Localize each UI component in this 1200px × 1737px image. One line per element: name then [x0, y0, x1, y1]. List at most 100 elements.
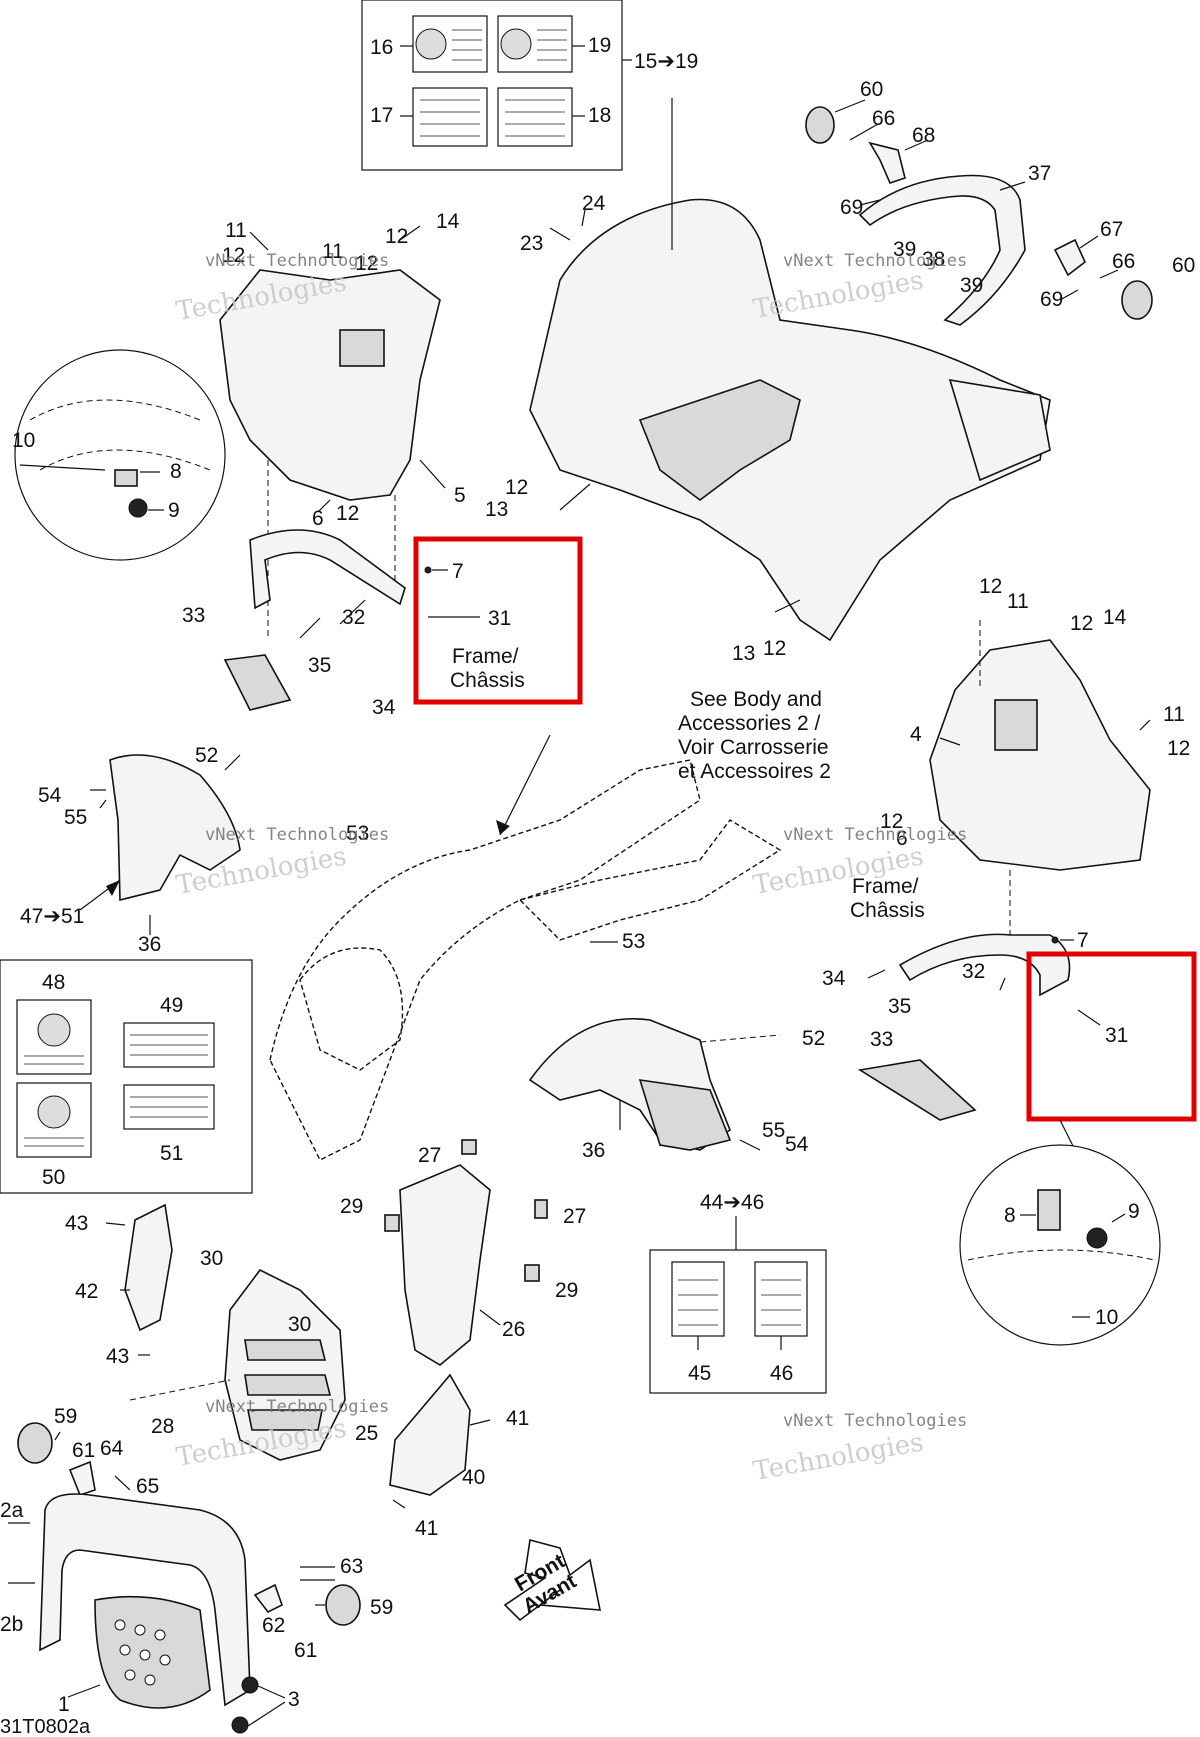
callout-60-top: 60 [860, 78, 883, 101]
callout-49: 49 [160, 994, 183, 1017]
callout-59-b: 59 [370, 1596, 393, 1619]
watermark-small-2: vNext Technologies [783, 251, 967, 271]
front-arrow-icon [503, 1538, 601, 1622]
callout-32-b: 32 [962, 960, 985, 983]
clip-29-right [524, 1264, 540, 1282]
callout-55-a: 55 [64, 806, 87, 829]
front-bumper-assembly: 59 61 64 28 65 2a 2b 63 59 62 61 1 3 [0, 1405, 393, 1734]
callout-40: 40 [462, 1466, 485, 1489]
callout-11-b: 11 [322, 240, 344, 263]
decal-50-warning-icon [37, 1095, 71, 1129]
reference-frame-dashed: See Body and Accessories 2 / Voir Carros… [269, 688, 831, 1161]
callout-34-a: 34 [372, 696, 396, 719]
footwell-4-step [994, 699, 1038, 751]
callout-61-b: 61 [294, 1639, 317, 1662]
callout-11-a: 11 [225, 219, 247, 242]
bracket-64 [68, 1460, 96, 1496]
callout-63: 63 [340, 1555, 363, 1578]
decal-17 [412, 87, 488, 147]
watermark-small-1: vNext Technologies [205, 251, 389, 271]
drawing-reference-code: 31T0802a [0, 1716, 91, 1737]
callout-52-a: 52 [195, 744, 218, 767]
callout-23: 23 [520, 232, 543, 255]
callout-48: 48 [42, 971, 65, 994]
callout-45: 45 [688, 1362, 711, 1385]
callout-7-b: 7 [1077, 929, 1089, 952]
frame-label-b: Frame/ [852, 875, 919, 898]
footrest-right [857, 1059, 977, 1121]
clip-27-right [534, 1199, 548, 1219]
bracket-42 [124, 1203, 173, 1332]
callout-6-a: 6 [312, 507, 324, 530]
callout-30-b: 30 [288, 1313, 311, 1336]
right-footpeg-bracket: 34 32 35 33 Frame/ Châssis [822, 875, 1071, 1121]
callout-17: 17 [370, 104, 393, 127]
nut-3-a [241, 1676, 259, 1694]
callout-36-a: 36 [138, 933, 161, 956]
callout-14-a: 14 [436, 210, 460, 233]
callout-18: 18 [588, 104, 611, 127]
callout-12-j: 12 [880, 810, 903, 833]
reflector-60-right [1121, 280, 1153, 320]
callout-67: 67 [1100, 218, 1123, 241]
callout-69-right: 69 [1040, 288, 1063, 311]
callout-69-top: 69 [840, 196, 863, 219]
callout-14-b: 14 [1103, 606, 1127, 629]
decal-18 [497, 87, 573, 147]
decal-45 [671, 1261, 725, 1337]
callout-55-b: 55 [762, 1119, 785, 1142]
callout-35-a: 35 [308, 654, 331, 677]
panel-40 [389, 1373, 471, 1496]
left-front-mudguard: 52 54 55 53 47➔51 36 [20, 744, 369, 956]
rear-fender-right-flap [948, 378, 1051, 482]
callout-52-b: 52 [802, 1027, 825, 1050]
callout-1: 1 [58, 1693, 70, 1716]
callout-36-b: 36 [582, 1139, 605, 1162]
callout-28: 28 [151, 1415, 174, 1438]
front-lower-panels: 27 27 29 29 26 43 42 43 30 30 25 41 40 4… [65, 1139, 586, 1540]
footwell-5 [219, 269, 441, 501]
watermark-small-6: vNext Technologies [783, 1411, 967, 1431]
callout-27-b: 27 [563, 1205, 586, 1228]
callout-11-c: 11 [1007, 590, 1029, 613]
callout-5: 5 [454, 484, 466, 507]
callout-39-a: 39 [893, 238, 916, 261]
callout-6-b: 6 [896, 827, 908, 850]
callout-66-right: 66 [1112, 250, 1135, 273]
callout-12-i: 12 [1167, 737, 1190, 760]
reflector-59-left [17, 1422, 53, 1464]
detail-circle-left: 10 8 9 [12, 349, 226, 561]
callout-26: 26 [502, 1318, 525, 1341]
rear-fender-storage [638, 379, 801, 501]
callout-38: 38 [922, 248, 945, 271]
clip-8-left [114, 469, 138, 487]
rear-rack-assembly: 60 66 68 69 37 67 66 60 69 39 38 39 [805, 78, 1195, 326]
callout-30-a: 30 [200, 1247, 223, 1270]
highlight-frame-callout-right: 7 31 [1026, 929, 1197, 1151]
highlight-box-left [413, 536, 583, 705]
rear-body-fender: 24 23 12 13 13 12 [485, 98, 1051, 665]
watermark-large-6: Technologies [751, 1427, 926, 1486]
front-bumper-1 [39, 1493, 251, 1707]
callout-47-51: 47➔51 [20, 905, 84, 928]
callout-12-g: 12 [979, 575, 1002, 598]
callout-50: 50 [42, 1166, 65, 1189]
see-body-line3: Voir Carrosserie [678, 736, 829, 759]
frame-outline-rear [518, 819, 782, 941]
callout-11-d: 11 [1163, 703, 1185, 726]
right-front-mudguard: 52 36 55 54 44➔46 [528, 1018, 825, 1250]
panel-26 [399, 1164, 491, 1366]
callout-12-a: 12 [222, 244, 245, 267]
callout-12-c: 12 [385, 225, 408, 248]
callout-42: 42 [75, 1280, 98, 1303]
bracket-31-right [898, 933, 1071, 997]
callout-12-b: 12 [355, 252, 378, 275]
left-footpeg-bracket: 33 32 35 34 [182, 529, 406, 719]
front-direction-arrow: Front Avant [503, 1538, 601, 1622]
skid-plate [94, 1595, 211, 1709]
watermark-small-3: vNext Technologies [205, 825, 389, 845]
frame-outline-main [269, 759, 701, 1161]
callout-3: 3 [288, 1688, 300, 1711]
callout-66-top: 66 [872, 107, 895, 130]
callout-37: 37 [1028, 162, 1051, 185]
